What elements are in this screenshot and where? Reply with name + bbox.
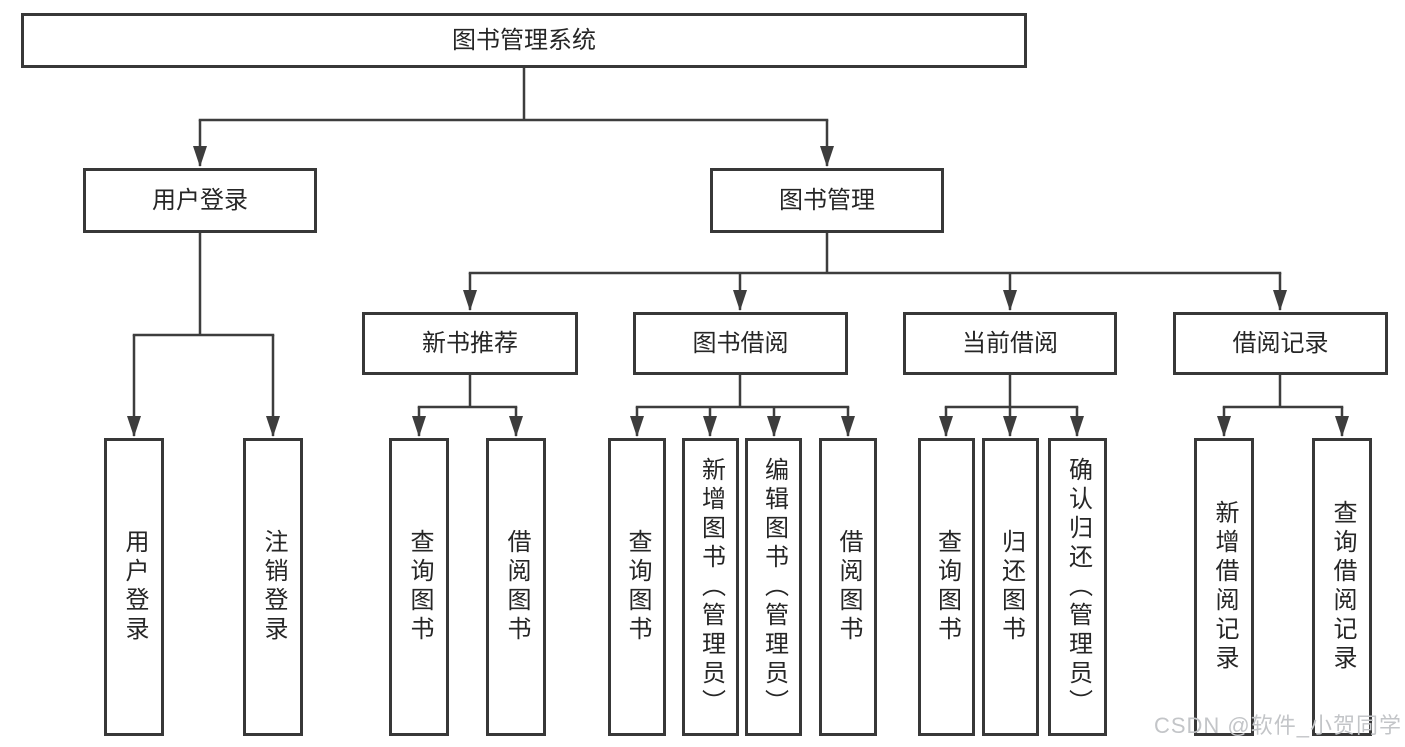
leaf-records-add-record: 新增借阅记录 [1194, 438, 1254, 736]
node-borrow-records: 借阅记录 [1173, 312, 1388, 375]
leaf-current-query-books: 查询图书 [918, 438, 975, 736]
connector-book-mgmt-sections [463, 231, 1287, 311]
connector-root-to-level2 [193, 66, 834, 167]
connector-borrow-records-children [1217, 373, 1349, 437]
leaf-borrow-edit-books-admin: 编辑图书（管理员） [745, 438, 802, 736]
node-root: 图书管理系统 [21, 13, 1027, 68]
leaf-newbook-query-books: 查询图书 [389, 438, 449, 736]
node-book-borrow: 图书借阅 [633, 312, 848, 375]
leaf-borrow-borrow-books: 借阅图书 [819, 438, 877, 736]
leaf-records-query-record: 查询借阅记录 [1312, 438, 1372, 736]
node-user-login: 用户登录 [83, 168, 317, 233]
connector-current-borrow-children [939, 373, 1084, 437]
leaf-logout: 注销登录 [243, 438, 303, 736]
node-new-book-recommend: 新书推荐 [362, 312, 578, 375]
node-current-borrow: 当前借阅 [903, 312, 1117, 375]
csdn-watermark: CSDN @软件_小贺同学 [1153, 713, 1402, 738]
leaf-current-confirm-return-admin: 确认归还（管理员） [1048, 438, 1107, 736]
leaf-borrow-query-books: 查询图书 [608, 438, 666, 736]
node-book-management: 图书管理 [710, 168, 944, 233]
connector-new-book-children [412, 373, 523, 437]
leaf-newbook-borrow-books: 借阅图书 [486, 438, 546, 736]
leaf-borrow-add-books-admin: 新增图书（管理员） [682, 438, 739, 736]
connector-user-login-children [127, 231, 280, 437]
connector-book-borrow-children [630, 373, 855, 437]
leaf-current-return-books: 归还图书 [982, 438, 1039, 736]
leaf-user-login: 用户登录 [104, 438, 164, 736]
